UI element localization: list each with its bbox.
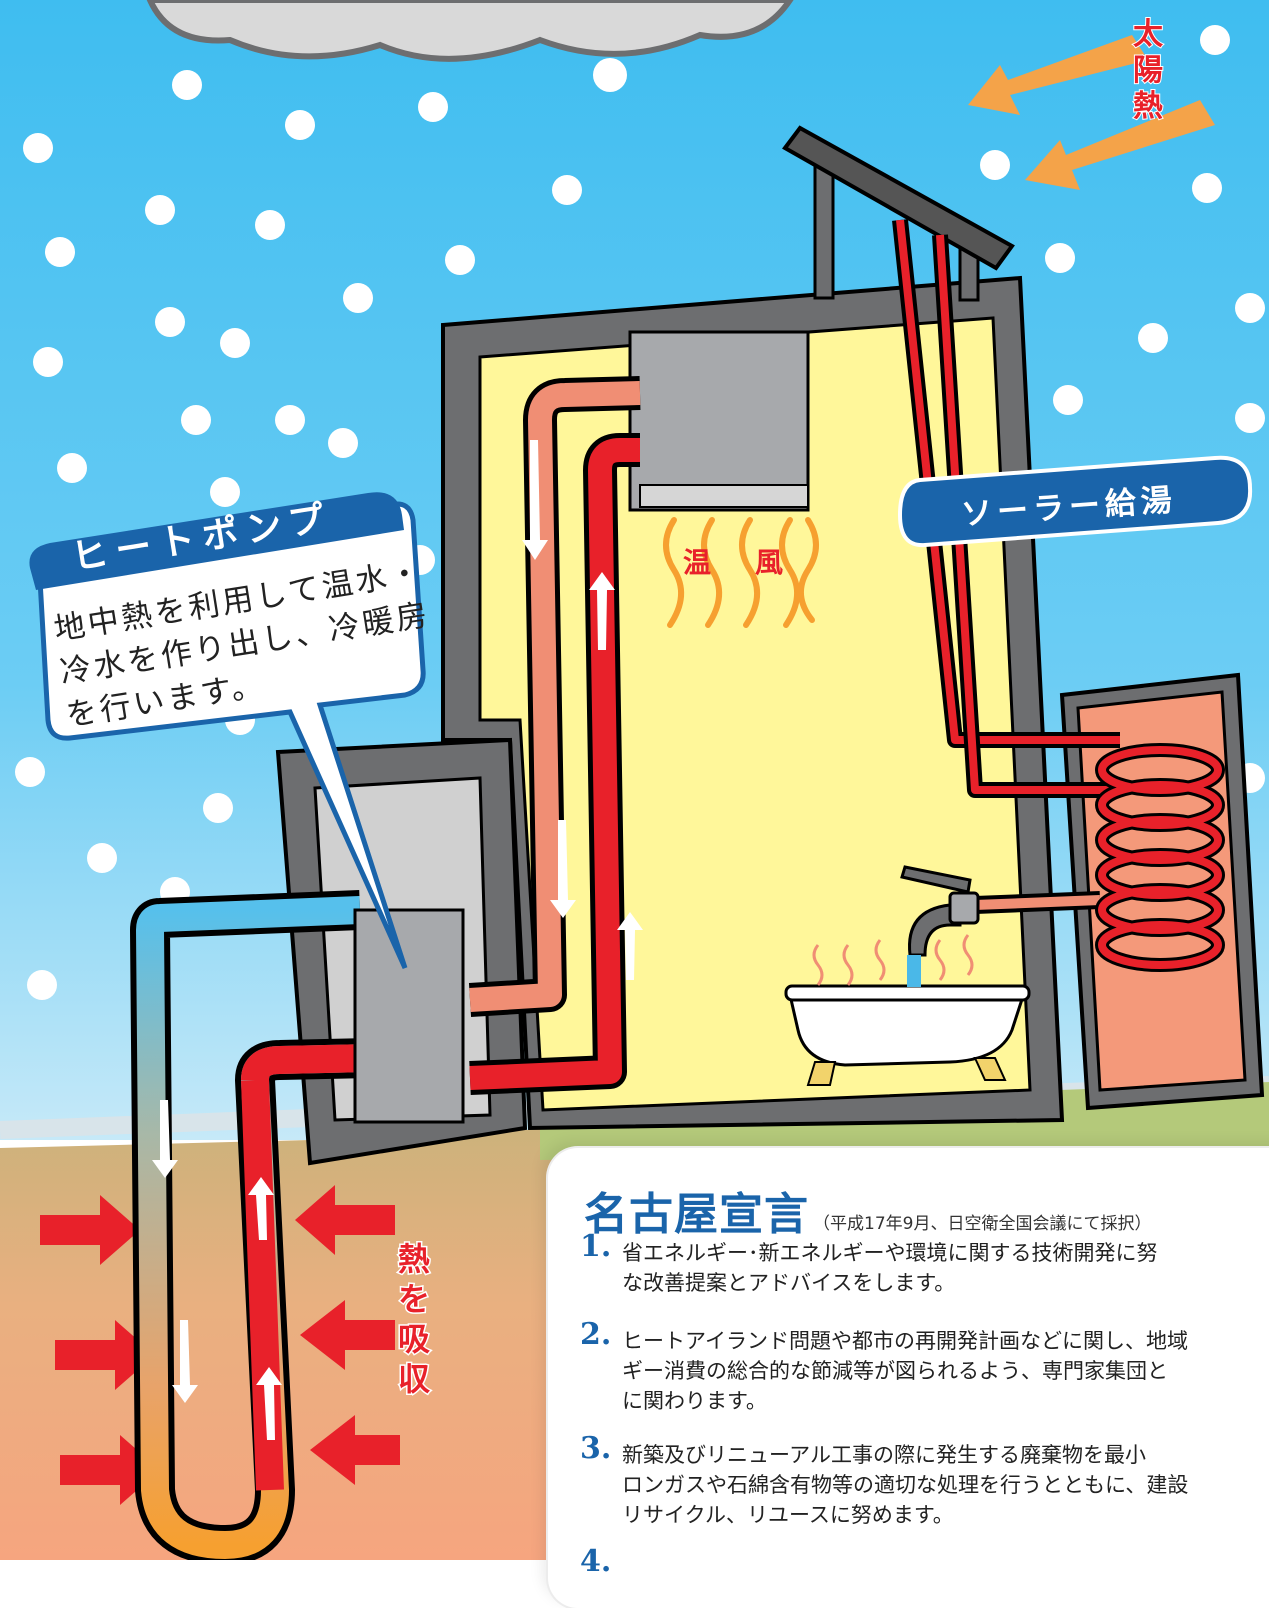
svg-text:陽: 陽 bbox=[1133, 53, 1163, 88]
item-number: 3. bbox=[580, 1431, 612, 1466]
svg-text:吸: 吸 bbox=[398, 1320, 430, 1358]
solar-panel bbox=[782, 125, 1015, 302]
absorb-heat-label: 熱 を 吸 収 bbox=[397, 1239, 432, 1400]
indoor-air-unit bbox=[628, 330, 810, 512]
declaration-panel: 名古屋宣言（平成17年9月、日空衛全国会議にて採択） 1. 省エネルギー･新エネ… bbox=[548, 1148, 1269, 1608]
bath-steam bbox=[812, 934, 974, 986]
heat-pump-unit bbox=[353, 908, 465, 1124]
declaration-title: 名古屋宣言 bbox=[584, 1189, 809, 1240]
solar-heat-label: 太 陽 熱 bbox=[1132, 16, 1165, 125]
flow-arrows bbox=[152, 440, 643, 1440]
item-number: 4. bbox=[580, 1544, 612, 1579]
item-line: リサイクル、リユースに努めます。 bbox=[622, 1503, 954, 1527]
declaration-note: （平成17年9月、日空衛全国会議にて採択） bbox=[813, 1214, 1152, 1234]
item-line: ギー消費の総合的な節減等が図られるよう、専門家集団と bbox=[622, 1359, 1168, 1383]
heat-absorb-arrows bbox=[40, 1185, 400, 1505]
item-number: 1. bbox=[580, 1229, 612, 1264]
warm-air-waves bbox=[663, 517, 819, 628]
svg-text:を: を bbox=[398, 1280, 430, 1318]
item-line: な改善提案とアドバイスをします。 bbox=[622, 1271, 956, 1295]
faucet bbox=[900, 865, 980, 987]
warm-air-label-1: 温 bbox=[683, 546, 711, 579]
cloud bbox=[146, 0, 794, 62]
svg-text:熱: 熱 bbox=[1133, 89, 1163, 124]
warm-air-label-2: 風 bbox=[755, 546, 783, 579]
svg-text:収: 収 bbox=[398, 1360, 430, 1398]
hot-water-coil-color bbox=[1098, 746, 1222, 969]
item-line: 省エネルギー･新エネルギーや環境に関する技術開発に努 bbox=[622, 1241, 1158, 1265]
svg-text:熱: 熱 bbox=[398, 1240, 430, 1278]
item-line: に関わります。 bbox=[622, 1389, 767, 1413]
item-line: 新築及びリニューアル工事の際に発生する廃棄物を最小 bbox=[622, 1443, 1146, 1467]
illustration-canvas: ヒートポンプ 地中熱を利用して温水・ 冷水を作り出し、冷暖房 を行います。 ソー… bbox=[0, 0, 1269, 1560]
solar-water-badge-shape bbox=[897, 455, 1253, 548]
item-line: ヒートアイランド問題や都市の再開発計画などに関し、地域 bbox=[622, 1329, 1188, 1353]
solar-heat-arrows bbox=[968, 35, 1215, 190]
item-number: 2. bbox=[580, 1317, 612, 1352]
bathtub bbox=[784, 984, 1031, 1086]
item-line: ロンガスや石綿含有物等の適切な処理を行うとともに、建設 bbox=[622, 1473, 1189, 1497]
heat-pump-bubble bbox=[29, 492, 426, 970]
declaration-header: 名古屋宣言（平成17年9月、日空衛全国会議にて採択） bbox=[584, 1178, 1151, 1242]
svg-text:太: 太 bbox=[1133, 17, 1164, 52]
